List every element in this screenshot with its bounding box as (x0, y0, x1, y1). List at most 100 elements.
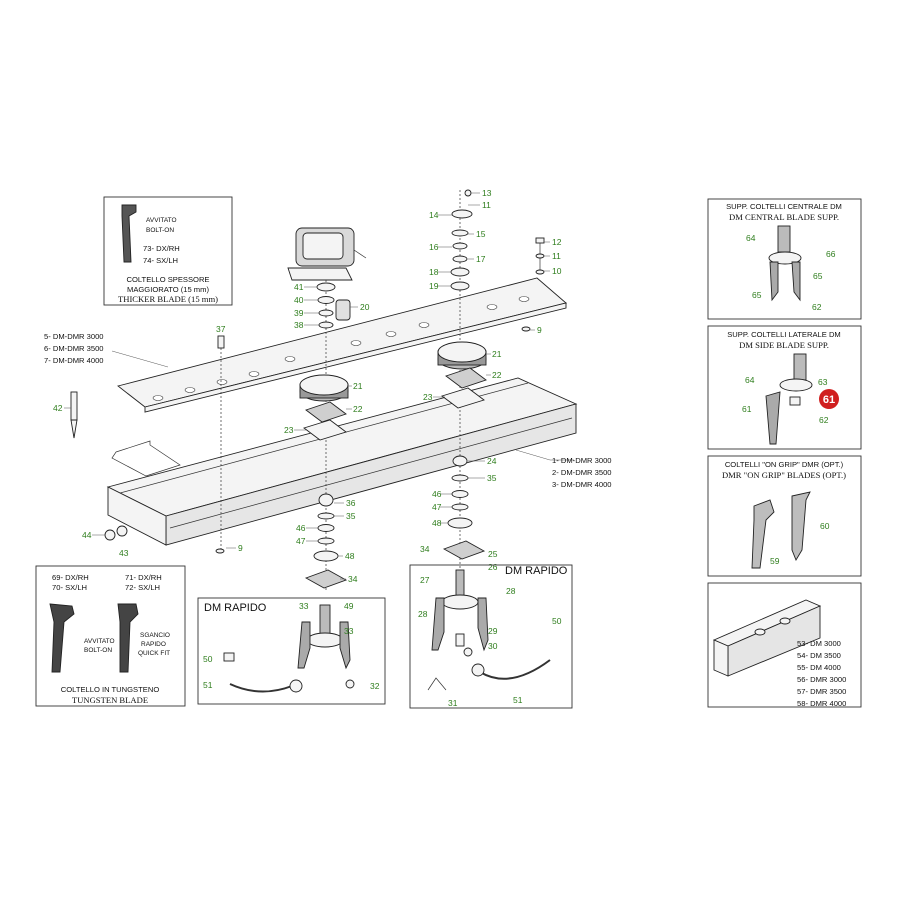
tungsten-quick-it-2: RAPIDO (141, 641, 166, 648)
tungsten-bolton-en: BOLT-ON (84, 647, 112, 654)
grip-blade-60 (791, 491, 811, 562)
callout-29: 29 (488, 626, 498, 636)
side-caption-1: SUPP. COLTELLI LATERALE DM (727, 330, 841, 339)
callout-47: 47 (432, 502, 442, 512)
callout-59: 59 (770, 556, 780, 566)
highlight-callout-61 (819, 389, 839, 409)
callout-35b: 35 (346, 511, 356, 521)
central-blade-support-box: SUPP. COLTELLI CENTRALE DM DM CENTRAL BL… (707, 198, 862, 320)
callout-50b: 50 (552, 616, 562, 626)
highlight-callout-61-label: 61 (823, 394, 835, 406)
callout-11: 11 (482, 200, 491, 210)
callout-32: 32 (370, 681, 380, 691)
callout-46b: 46 (296, 523, 306, 533)
callout-28: 28 (418, 609, 428, 619)
callout-21b: 21 (492, 349, 502, 359)
callout-51: 51 (203, 680, 213, 690)
main-callouts: 13 11 14 15 16 17 18 19 12 11 10 41 40 3… (53, 188, 562, 584)
callout-44: 44 (82, 530, 92, 540)
callout-33: 33 (299, 601, 309, 611)
callout-20: 20 (360, 302, 370, 312)
thicker-bolton-en: BOLT-ON (146, 227, 174, 234)
bolts (70, 237, 545, 554)
tungsten-bolton-blade (49, 603, 75, 673)
callout-23b: 23 (423, 392, 433, 402)
side-caption-2: DM SIDE BLADE SUPP. (739, 340, 829, 350)
model-56: 56- DMR 3000 (797, 675, 846, 684)
model-57: 57- DMR 3500 (797, 687, 846, 696)
thicker-blade-box: AVVITATO BOLT-ON 73- DX/RH 74- SX/LH COL… (103, 196, 233, 306)
bushing-20 (335, 299, 351, 321)
part-1: 1- DM-DMR 3000 (552, 456, 612, 465)
callout-28b: 28 (506, 586, 516, 596)
central-caption-1: SUPP. COLTELLI CENTRALE DM (726, 202, 842, 211)
callout-64b: 64 (745, 375, 755, 385)
tungsten-bolton-it: AVVITATO (84, 638, 115, 645)
thicker-caption-1: COLTELLO SPESSORE (127, 275, 210, 284)
callout-24: 24 (487, 456, 497, 466)
callout-46: 46 (432, 489, 442, 499)
callout-63: 63 (818, 377, 828, 387)
grip-caption-1: COLTELLI "ON GRIP" DMR (OPT.) (725, 460, 844, 469)
model-53: 53- DM 3000 (797, 639, 841, 648)
side-blade-support-box: SUPP. COLTELLI LATERALE DM DM SIDE BLADE… (707, 325, 862, 450)
callout-51b: 51 (513, 695, 523, 705)
part-7: 7- DM-DMR 4000 (44, 356, 104, 365)
callout-25: 25 (488, 549, 498, 559)
callout-9b: 9 (238, 543, 243, 553)
tungsten-part-71: 71- DX/RH (125, 573, 162, 582)
callout-10: 10 (552, 266, 562, 276)
frame-part-list: 1- DM-DMR 3000 2- DM-DMR 3500 3- DM-DMR … (44, 332, 612, 489)
thicker-blade-shape (121, 204, 137, 263)
callout-21: 21 (353, 381, 363, 391)
cover-plate-holes (152, 296, 530, 401)
tungsten-part-72: 72- SX/LH (125, 583, 160, 592)
cover-plate-edge (144, 302, 567, 413)
central-caption-2: DM CENTRAL BLADE SUPP. (729, 212, 839, 222)
callout-37: 37 (216, 324, 226, 334)
dm-rapido-right-title: DM RAPIDO (505, 565, 568, 577)
callout-65b: 65 (752, 290, 762, 300)
callout-62: 62 (812, 302, 822, 312)
callout-15: 15 (476, 229, 486, 239)
callout-48: 48 (432, 518, 442, 528)
tungsten-part-70: 70- SX/LH (52, 583, 87, 592)
left-stack (299, 280, 351, 590)
callout-60: 60 (820, 521, 830, 531)
callout-16: 16 (429, 242, 439, 252)
tungsten-caption-1: COLTELLO IN TUNGSTENO (61, 685, 160, 694)
leader-lines (64, 192, 574, 580)
callout-30: 30 (488, 641, 498, 651)
callout-40: 40 (294, 295, 304, 305)
model-54: 54- DM 3500 (797, 651, 841, 660)
tungsten-quick-en: QUICK FIT (138, 650, 170, 657)
callout-61b: 61 (742, 404, 752, 414)
callout-35: 35 (487, 473, 497, 483)
callout-50: 50 (203, 654, 213, 664)
thicker-bolton-it: AVVITATO (146, 217, 177, 224)
on-grip-blades-box: COLTELLI "ON GRIP" DMR (OPT.) DMR "ON GR… (707, 455, 862, 577)
callout-34: 34 (348, 574, 358, 584)
dm-rapido-right-box: DM RAPIDO 27 28 28 29 30 31 51 50 (409, 564, 573, 709)
callout-22b: 22 (492, 370, 502, 380)
part-6: 6- DM-DMR 3500 (44, 344, 104, 353)
callout-41: 41 (294, 282, 304, 292)
part-5: 5- DM-DMR 3000 (44, 332, 104, 341)
callout-36: 36 (346, 498, 356, 508)
part-3: 3- DM-DMR 4000 (552, 480, 612, 489)
callout-65: 65 (813, 271, 823, 281)
callout-62b: 62 (819, 415, 829, 425)
callout-12: 12 (552, 237, 562, 247)
callout-26: 26 (488, 562, 498, 572)
callout-34b: 34 (420, 544, 430, 554)
thicker-caption-2: MAGGIORATO (15 mm) (127, 285, 209, 294)
tungsten-caption-2: TUNGSTEN BLADE (72, 695, 148, 705)
gearbox (287, 227, 367, 281)
tungsten-blade-box: 69- DX/RH 70- SX/LH 71- DX/RH 72- SX/LH … (35, 565, 186, 707)
callout-19: 19 (429, 281, 439, 291)
callout-33b: 33 (344, 626, 354, 636)
tungsten-part-69: 69- DX/RH (52, 573, 89, 582)
callout-18: 18 (429, 267, 439, 277)
model-58: 58- DMR 4000 (797, 699, 846, 708)
